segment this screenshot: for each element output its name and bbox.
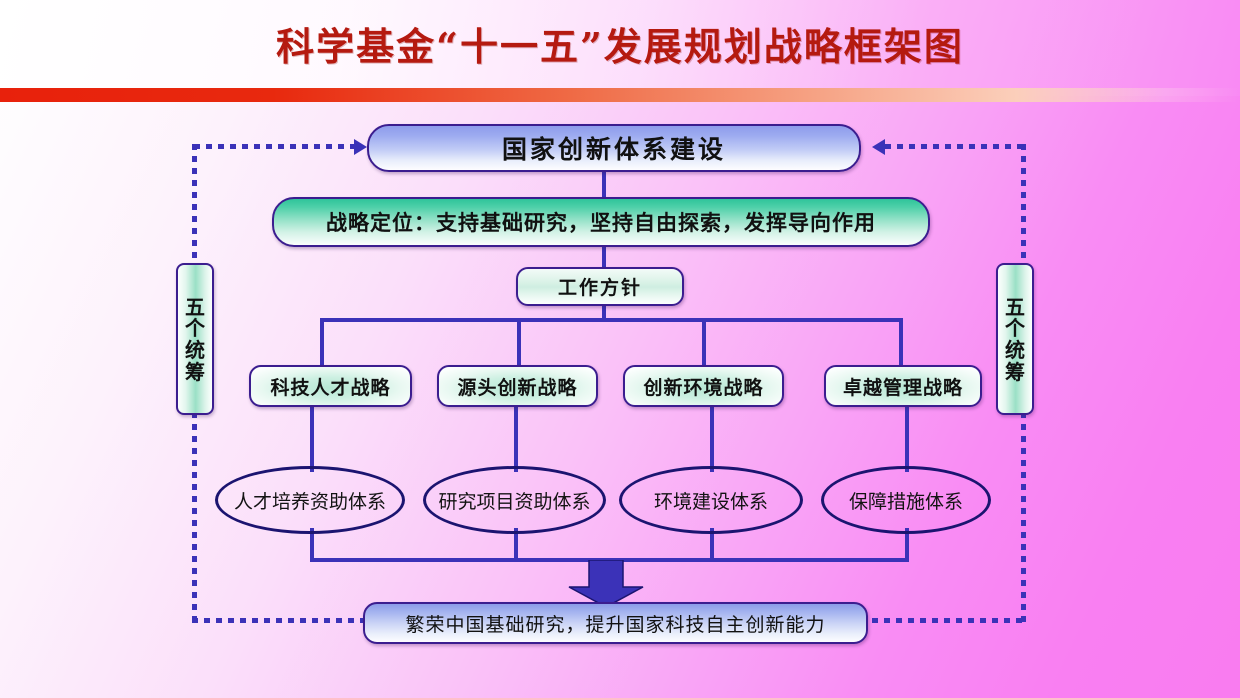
connector-bus-to-strategy-1	[517, 318, 521, 368]
node-system-talent-funding[interactable]: 人才培养资助体系	[215, 466, 405, 534]
connector-top-to-positioning	[602, 170, 606, 200]
dotted-line-left-upper	[192, 144, 197, 266]
sidebox-left-char-2: 统	[185, 338, 205, 362]
dotted-line-right-lower	[1021, 412, 1026, 622]
node-strategy-talent[interactable]: 科技人才战略	[249, 365, 412, 407]
sidebox-right-char-0: 五	[1005, 294, 1025, 319]
connector-strategy-1-to-ellipse-1	[514, 406, 518, 472]
dotted-line-bottom-left	[192, 618, 368, 623]
sidebox-right-char-2: 统	[1005, 338, 1025, 362]
connector-ellipse-0-to-bus	[310, 528, 314, 560]
page-title: 科学基金“十一五”发展规划战略框架图	[276, 24, 964, 69]
node-system-safeguard-measures[interactable]: 保障措施体系	[821, 466, 991, 534]
dotted-line-bottom-right	[860, 618, 1026, 623]
connector-ellipse-3-to-bus	[905, 528, 909, 560]
node-strategic-positioning[interactable]: 战略定位：支持基础研究，坚持自由探索，发挥导向作用	[272, 197, 930, 247]
connector-bus-to-strategy-0	[320, 318, 324, 368]
arrowhead-into-top-box-right	[872, 139, 885, 155]
connector-strategy-0-to-ellipse-0	[310, 406, 314, 472]
dotted-line-right-upper	[1021, 144, 1026, 266]
node-five-coordinations-right[interactable]: 五 个 统 筹	[996, 263, 1034, 415]
arrowhead-into-top-box-left	[354, 139, 367, 155]
sidebox-left-char-1: 个	[185, 316, 205, 341]
node-system-project-funding[interactable]: 研究项目资助体系	[423, 466, 606, 534]
node-system-environment-construction[interactable]: 环境建设体系	[619, 466, 803, 534]
connector-policy-to-bus	[602, 304, 606, 322]
node-five-coordinations-left[interactable]: 五 个 统 筹	[176, 263, 214, 415]
connector-positioning-to-policy	[602, 245, 606, 271]
dotted-line-top-left	[194, 144, 356, 149]
connector-ellipse-1-to-bus	[514, 528, 518, 560]
node-work-policy[interactable]: 工作方针	[516, 267, 684, 306]
sidebox-left-char-3: 筹	[185, 359, 205, 384]
sidebox-right-char-3: 筹	[1005, 359, 1025, 384]
node-strategy-source-innovation[interactable]: 源头创新战略	[437, 365, 598, 407]
node-strategy-excellent-management[interactable]: 卓越管理战略	[824, 365, 982, 407]
connector-bus-to-strategy-3	[899, 318, 903, 368]
dotted-line-top-right	[885, 144, 1025, 149]
node-goal-statement[interactable]: 繁荣中国基础研究，提升国家科技自主创新能力	[363, 602, 868, 644]
connector-strategy-3-to-ellipse-3	[905, 406, 909, 472]
dotted-line-left-lower	[192, 412, 197, 622]
connector-strategy-2-to-ellipse-2	[710, 406, 714, 472]
connector-bus-to-strategy-2	[702, 318, 706, 368]
title-banner: 科学基金“十一五”发展规划战略框架图	[0, 0, 1240, 102]
down-block-arrow-icon	[568, 560, 644, 608]
connector-ellipse-2-to-bus	[710, 528, 714, 560]
sidebox-left-char-0: 五	[185, 294, 205, 319]
connector-strategy-bus	[320, 318, 903, 322]
sidebox-right-char-1: 个	[1005, 316, 1025, 341]
node-national-innovation-system[interactable]: 国家创新体系建设	[367, 124, 861, 172]
node-strategy-innovation-environment[interactable]: 创新环境战略	[623, 365, 784, 407]
title-divider-rule	[0, 88, 1240, 102]
